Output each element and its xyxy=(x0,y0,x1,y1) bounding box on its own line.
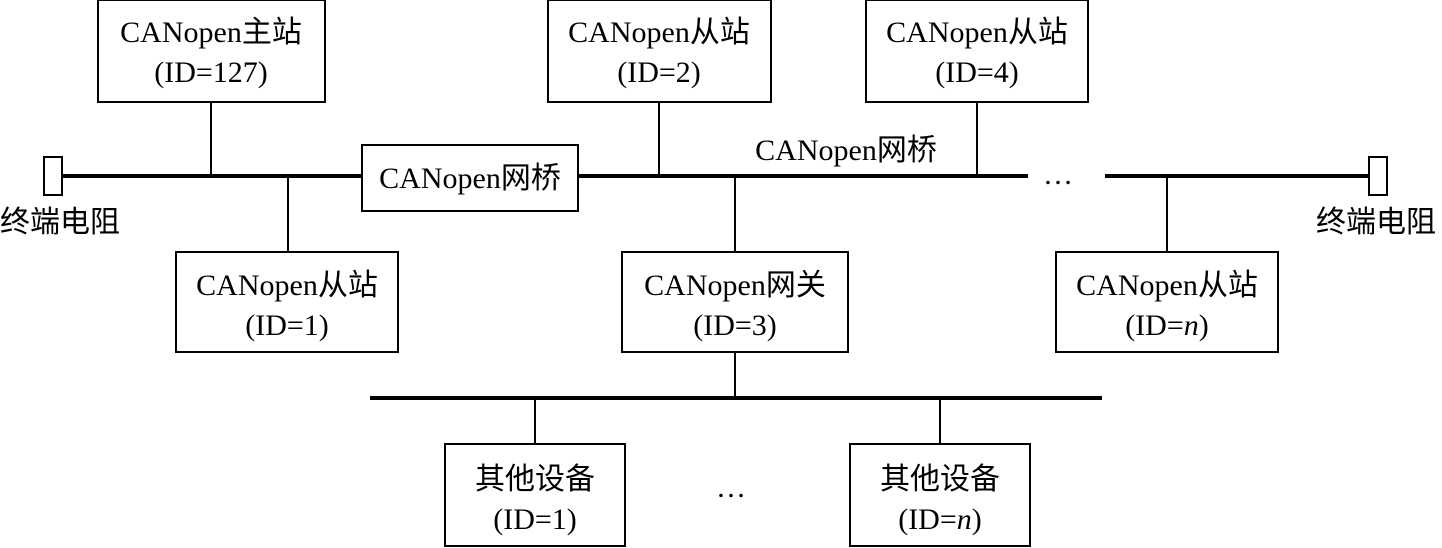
devicen-id-prefix: (ID= xyxy=(898,503,957,536)
terminal-resistor-right-icon xyxy=(1368,156,1388,196)
devicen-box xyxy=(849,443,1031,547)
device-ellipsis: … xyxy=(716,471,746,504)
slaven-id-prefix: (ID= xyxy=(1125,309,1184,342)
slaven-id-var: n xyxy=(1184,309,1199,342)
slave4-id: (ID=4) xyxy=(935,56,1019,89)
master-box xyxy=(97,0,326,103)
devicen-id-suffix: ) xyxy=(972,503,982,536)
node-device-1: 其他设备 (ID=1) xyxy=(444,443,626,547)
slave1-box xyxy=(175,251,399,353)
device1-name: 其他设备 xyxy=(475,463,595,496)
slave1-id: (ID=1) xyxy=(245,309,329,342)
gateway-id: (ID=3) xyxy=(693,309,777,342)
gateway-name: CANopen网关 xyxy=(644,269,826,302)
devicen-id-var: n xyxy=(957,503,972,536)
slaven-name: CANopen从站 xyxy=(1076,269,1258,302)
device1-id: (ID=1) xyxy=(493,503,577,536)
gateway-box xyxy=(621,251,849,353)
master-name: CANopen主站 xyxy=(120,16,302,49)
slave2-id: (ID=2) xyxy=(617,56,701,89)
slave1-name: CANopen从站 xyxy=(196,269,378,302)
slaven-box xyxy=(1055,251,1279,353)
devicen-id: (ID=n) xyxy=(898,503,982,536)
node-master: CANopen主站 (ID=127) xyxy=(97,0,326,103)
slave2-box xyxy=(547,0,772,103)
bus-ellipsis: … xyxy=(1043,158,1073,191)
slave2-name: CANopen从站 xyxy=(568,16,750,49)
devicen-name: 其他设备 xyxy=(880,463,1000,496)
bridge-box-label: CANopen网桥 xyxy=(379,162,561,195)
bridge-box xyxy=(361,144,579,212)
slave4-box xyxy=(865,0,1089,103)
terminal-resistor-left-icon xyxy=(43,156,63,196)
device1-box xyxy=(444,443,626,547)
bridge-link-label: CANopen网桥 xyxy=(755,134,937,167)
node-bridge: CANopen网桥 xyxy=(361,144,579,212)
node-slave-1: CANopen从站 (ID=1) xyxy=(175,251,399,353)
master-id: (ID=127) xyxy=(154,56,268,89)
node-slave-2: CANopen从站 (ID=2) xyxy=(547,0,772,103)
node-slave-4: CANopen从站 (ID=4) xyxy=(865,0,1089,103)
slave4-name: CANopen从站 xyxy=(886,16,1068,49)
terminal-resistor-left-label: 终端电阻 xyxy=(0,206,120,239)
node-device-n: 其他设备 (ID=n) xyxy=(849,443,1031,547)
node-slave-n: CANopen从站 (ID=n) xyxy=(1055,251,1279,353)
terminal-resistor-right-label: 终端电阻 xyxy=(1316,206,1436,239)
node-gateway: CANopen网关 (ID=3) xyxy=(621,251,849,353)
slaven-id: (ID=n) xyxy=(1125,309,1209,342)
slaven-id-suffix: ) xyxy=(1199,309,1209,342)
